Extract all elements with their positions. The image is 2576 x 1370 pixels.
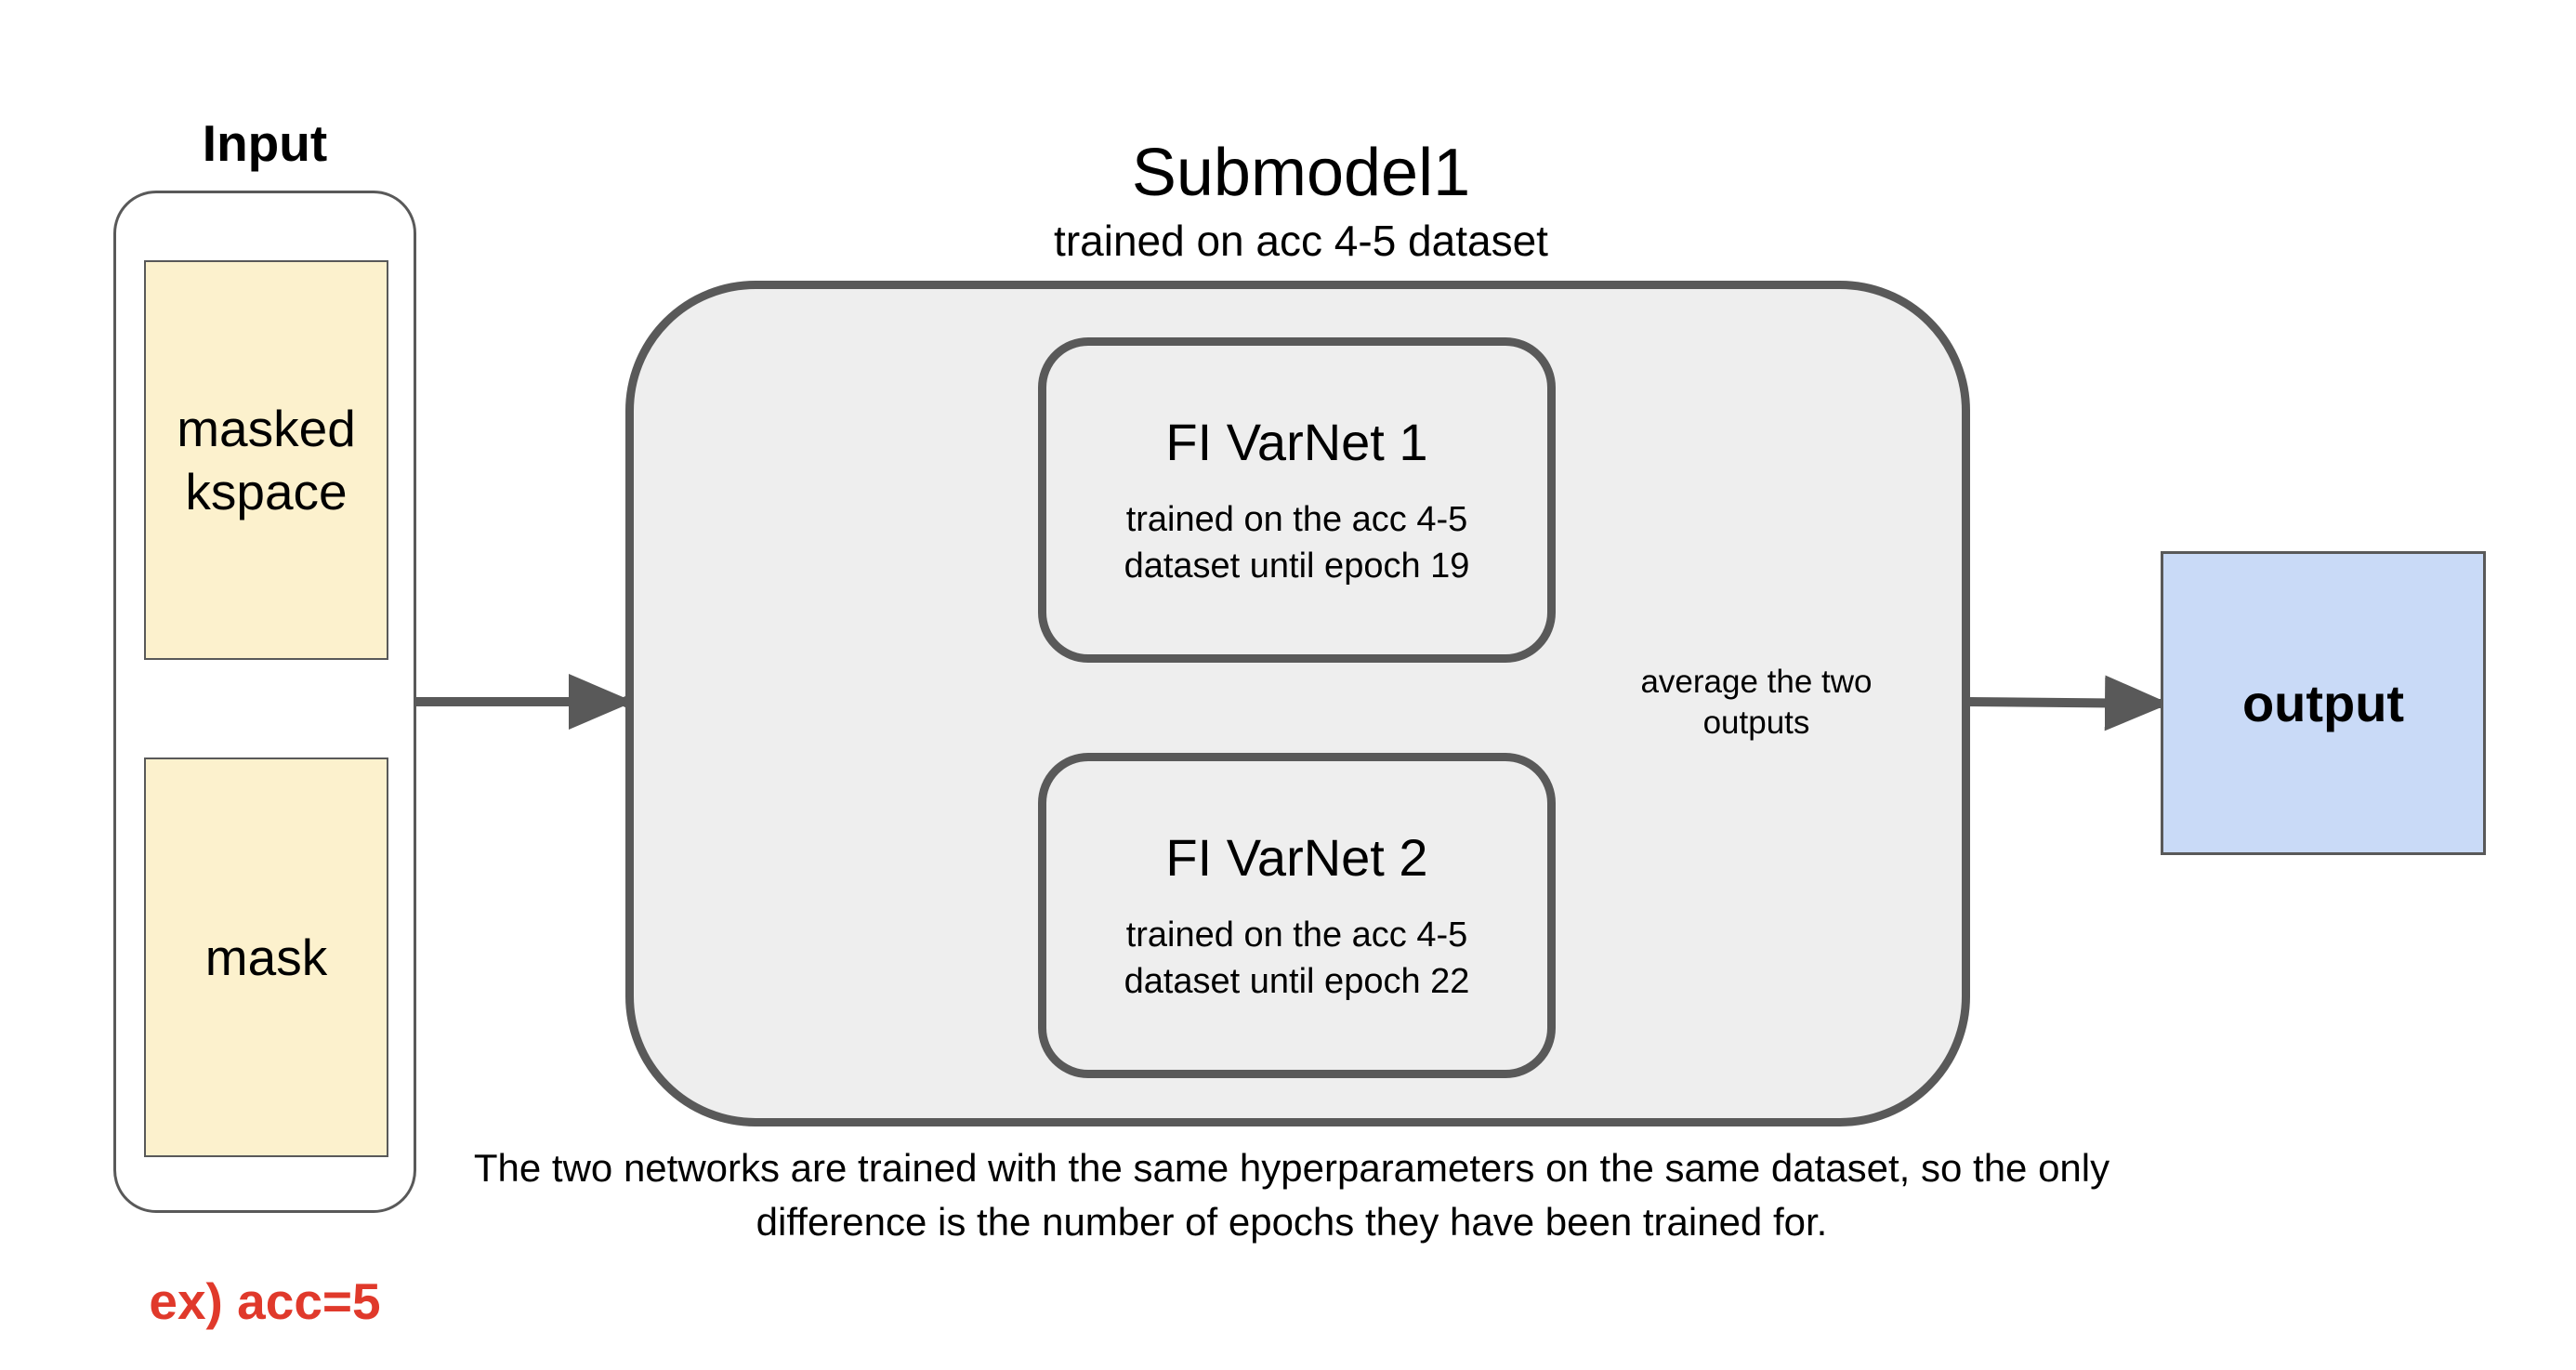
fi-varnet-1-desc-line1: trained on the acc 4-5	[1125, 499, 1468, 539]
masked-kspace-label-line1: masked	[177, 400, 356, 457]
submodel-subtitle: trained on acc 4-5 dataset	[1054, 217, 1548, 265]
fi-varnet-1-desc-line2: dataset until epoch 19	[1124, 546, 1470, 586]
fi-varnet-2-desc-line2: dataset until epoch 22	[1124, 961, 1470, 1001]
merge-label-line2: outputs	[1702, 705, 1810, 741]
fi-varnet-2-name: FI VarNet 2	[1165, 827, 1428, 887]
masked-kspace-box: masked kspace	[144, 260, 388, 660]
merge-label: average the two outputs	[1617, 662, 1896, 744]
mask-box: mask	[144, 757, 388, 1157]
arrow-merge-to-output	[1965, 675, 2170, 731]
fi-varnet-1-name: FI VarNet 1	[1165, 412, 1428, 471]
training-note: The two networks are trained with the sa…	[427, 1141, 2156, 1249]
fi-varnet-1-box: FI VarNet 1 trained on the acc 4-5 datas…	[1038, 337, 1556, 663]
example-acc-label: ex) acc=5	[149, 1272, 381, 1330]
training-note-line1: The two networks are trained with the sa…	[473, 1146, 2110, 1190]
input-title: Input	[202, 114, 328, 172]
masked-kspace-label-line2: kspace	[185, 463, 348, 520]
mask-label: mask	[204, 929, 328, 986]
fi-varnet-2-desc-line1: trained on the acc 4-5	[1125, 915, 1468, 955]
submodel-title: Submodel1	[1131, 136, 1471, 210]
training-note-line2: difference is the number of epochs they …	[756, 1200, 1828, 1244]
output-label: output	[2241, 674, 2405, 732]
fi-varnet-2-box: FI VarNet 2 trained on the acc 4-5 datas…	[1038, 753, 1556, 1078]
output-box: output	[2161, 551, 2486, 855]
merge-label-line1: average the two	[1640, 664, 1873, 700]
